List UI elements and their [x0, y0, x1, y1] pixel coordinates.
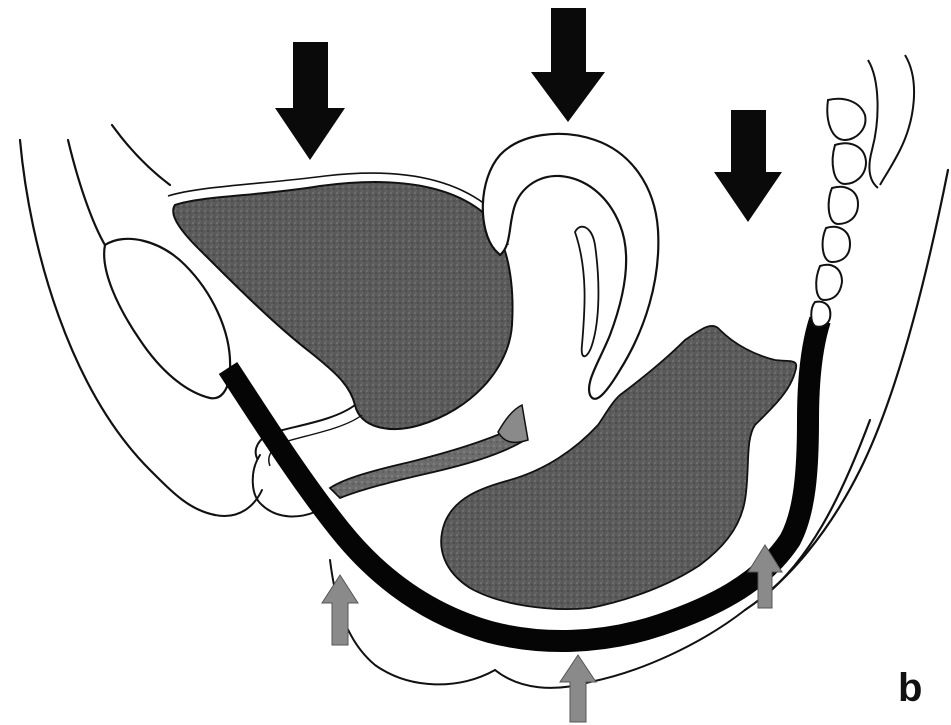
- panel-label: b: [898, 668, 922, 708]
- up-arrow-icon: [322, 575, 358, 645]
- pubic-bone: [104, 239, 230, 398]
- up-arrow-icon: [560, 655, 596, 722]
- sacral-lines: [868, 55, 914, 188]
- sacrum-coccyx: [811, 99, 866, 327]
- down-arrow-icon: [531, 8, 605, 122]
- uterine-cavity: [575, 227, 598, 357]
- abdominal-fold: [112, 125, 170, 185]
- down-arrow-icon: [275, 42, 345, 160]
- inner-anterior-wall: [68, 140, 108, 250]
- downward-arrow-2: [531, 8, 605, 122]
- vaginal-wall: [498, 405, 528, 442]
- downward-arrow-1: [275, 42, 345, 160]
- downward-arrow-3: [714, 110, 782, 222]
- upward-arrow-2: [560, 655, 596, 722]
- down-arrow-icon: [714, 110, 782, 222]
- upward-arrow-1: [322, 575, 358, 645]
